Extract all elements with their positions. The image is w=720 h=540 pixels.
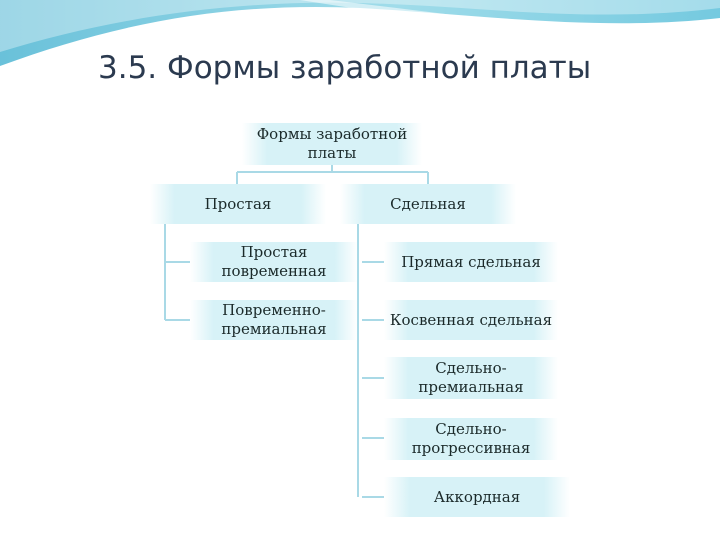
leaf-node-piecework-bonus: Сдельно-премиальная — [384, 357, 558, 399]
leaf-node-time-bonus: Повременно-премиальная — [190, 300, 358, 340]
leaf-node-simple-time-label: Простая повременная — [206, 243, 342, 281]
leaf-node-lump-sum: Аккордная — [384, 477, 570, 517]
leaf-node-simple-time: Простая повременная — [190, 242, 358, 282]
leaf-node-indirect-piecework-label: Косвенная сдельная — [390, 311, 552, 330]
page-title: 3.5. Формы заработной платы — [98, 50, 591, 86]
leaf-node-piecework-progressive-label: Сдельно-прогрессивная — [396, 420, 546, 458]
root-node: Формы заработной платы — [242, 123, 422, 165]
leaf-node-indirect-piecework: Косвенная сдельная — [384, 300, 558, 340]
leaf-node-direct-piecework-label: Прямая сдельная — [401, 253, 541, 272]
branch-node-piecework-label: Сдельная — [390, 195, 466, 214]
leaf-node-lump-sum-label: Аккордная — [434, 488, 520, 507]
root-node-label: Формы заработной платы — [242, 125, 422, 163]
branch-node-simple-label: Простая — [205, 195, 272, 214]
leaf-node-time-bonus-label: Повременно-премиальная — [206, 301, 342, 339]
leaf-node-direct-piecework: Прямая сдельная — [384, 242, 558, 282]
leaf-node-piecework-progressive: Сдельно-прогрессивная — [384, 418, 558, 460]
branch-node-simple: Простая — [150, 184, 326, 224]
branch-node-piecework: Сдельная — [340, 184, 516, 224]
leaf-node-piecework-bonus-label: Сдельно-премиальная — [404, 359, 538, 397]
